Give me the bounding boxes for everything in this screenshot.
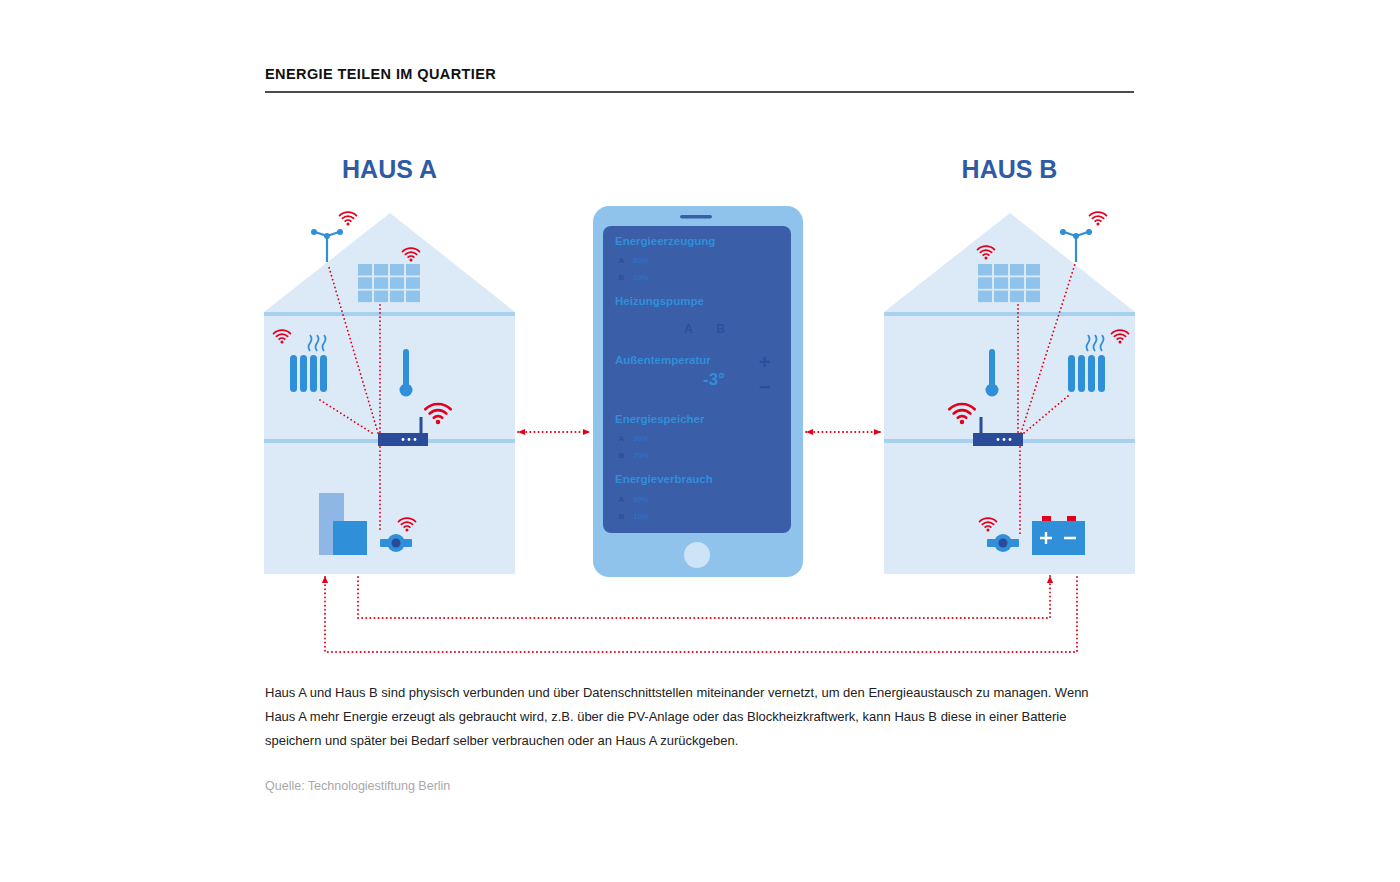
caption: Haus A und Haus B sind physisch verbunde… (265, 681, 1095, 753)
house-outline: HAUS A (264, 213, 515, 574)
house-outline: HAUS B (884, 213, 1135, 574)
box-label: B (619, 513, 625, 521)
panel-heading: Energieverbrauch (615, 473, 713, 486)
phone-screen (603, 215, 791, 568)
house-equipment (949, 212, 1128, 555)
panel-heading: Heizungspumpe (615, 295, 704, 308)
box-label: A (619, 435, 625, 443)
panel-value: + (746, 351, 783, 374)
panel-heading: Außentemperatur (615, 354, 711, 367)
box-label: B (716, 323, 725, 335)
title-rule (265, 91, 1134, 93)
box-label: A (619, 257, 625, 265)
phone-shape (593, 206, 803, 577)
panel-heading: Energiespeicher (615, 413, 704, 426)
energy-data-link (518, 431, 590, 433)
house-shape (884, 213, 1135, 574)
box-label: A (684, 323, 693, 335)
box-label: B (619, 452, 625, 460)
diagram-title: ENERGIE TEILEN IM QUARTIER (265, 66, 496, 82)
energy-data-link (325, 576, 1077, 652)
panel-value: 10% (633, 512, 649, 521)
panel-value: -3° (703, 370, 725, 390)
energy-data-link (358, 576, 1050, 618)
panel-value: 90% (633, 495, 649, 504)
panel-value: 80% (633, 256, 649, 265)
panel-value: 30% (633, 434, 649, 443)
house-equipment (274, 212, 451, 555)
box-label: A (619, 496, 625, 504)
house-heading: HAUS A (264, 155, 515, 184)
source-note: Quelle: Technologiestiftung Berlin (265, 779, 450, 793)
house-shape (264, 213, 515, 574)
smartphone: ABEnergieerzeugung80%20%ABHeizungspumpeA… (593, 206, 803, 577)
floor-line (884, 312, 1135, 316)
house-body (264, 213, 515, 574)
panel-value: − (746, 376, 783, 399)
house-body (884, 213, 1135, 574)
panel-heading: Energieerzeugung (615, 235, 715, 248)
house-heading: HAUS B (884, 155, 1135, 184)
panel-value: 70% (633, 451, 649, 460)
panel-value: 20% (633, 273, 649, 282)
energy-data-link (806, 431, 881, 433)
box-label: B (619, 274, 625, 282)
floor-line (264, 312, 515, 316)
